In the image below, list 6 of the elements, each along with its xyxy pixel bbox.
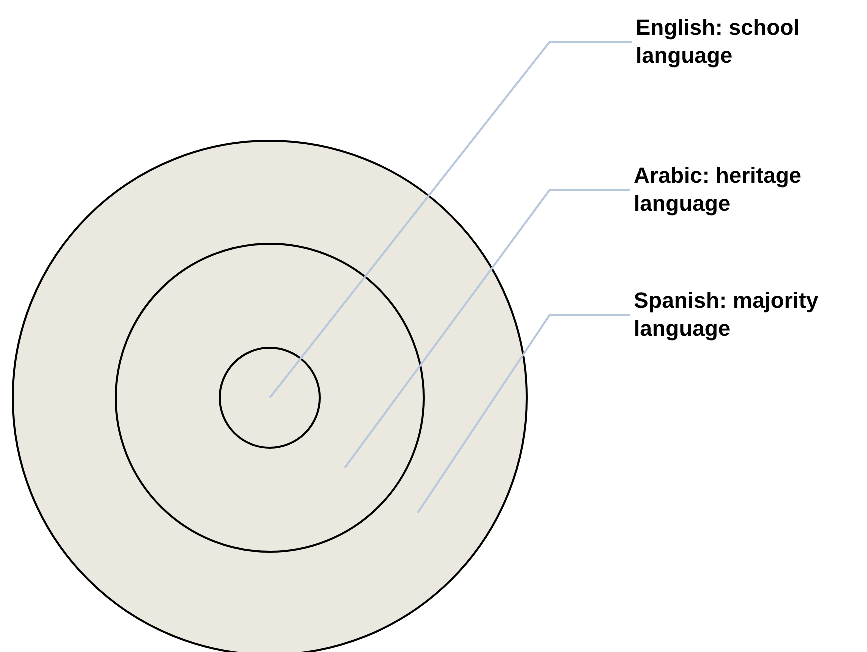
callout-label: Spanish: majority language	[634, 287, 864, 343]
leader-line	[417, 314, 630, 514]
callout-label: English: school language	[636, 14, 866, 70]
leader-line	[344, 189, 630, 469]
leader-line	[269, 41, 632, 399]
callout-label: Arabic: heritage language	[634, 162, 864, 218]
